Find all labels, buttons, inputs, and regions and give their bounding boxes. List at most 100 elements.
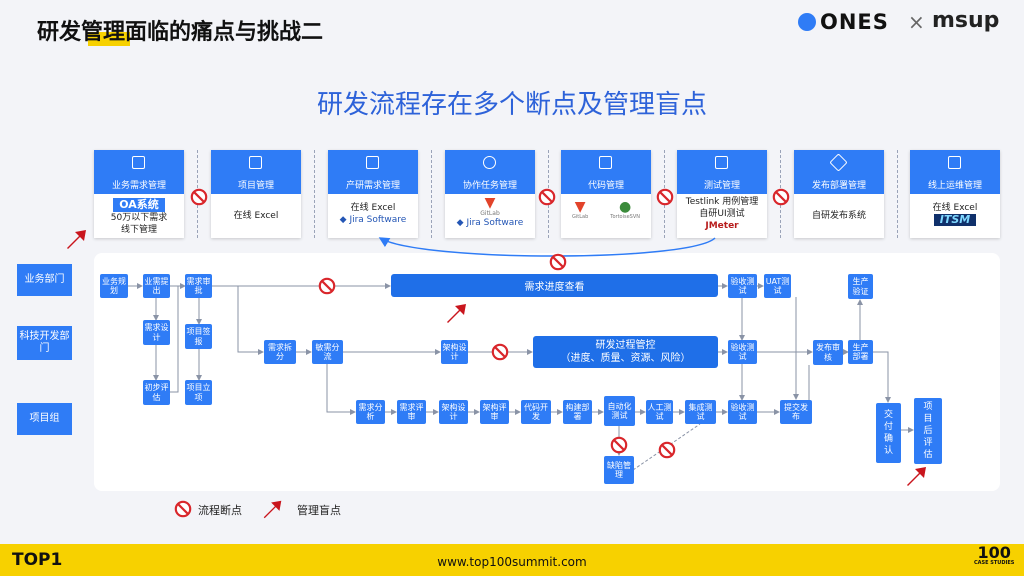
footer-url[interactable]: www.top100summit.com: [437, 555, 587, 569]
tool-card-body: ▼ GitLab ◆ Jira Software: [445, 194, 535, 229]
tool-card-header: 线上运维管理: [910, 150, 1000, 194]
tool-card-header: 项目管理: [211, 150, 301, 194]
logo-separator: ×: [908, 10, 925, 34]
tool-card-project: 项目管理 在线 Excel: [211, 150, 301, 238]
tool-card-release: 发布部署管理 自研发布系统: [794, 150, 884, 238]
node-req-review2: 需求评审: [397, 400, 426, 424]
tool-card-header: 产研需求管理: [328, 150, 418, 194]
breakpoint-icon: [538, 188, 556, 206]
tool-card-body: ▼GitLab ●TortoiseSVN: [561, 194, 651, 220]
tool-line: 自研UI测试: [699, 209, 745, 219]
tool-card-body: 在线 Excel ITSM: [910, 194, 1000, 227]
tool-card-prd-req: 产研需求管理 在线 Excel ◆ Jira Software: [328, 150, 418, 238]
tool-card-header: 测试管理: [677, 150, 767, 194]
node-int-test: 集成测试: [685, 400, 716, 424]
banner-control-subtitle: （进度、质量、资源、风险）: [560, 353, 691, 364]
badge-caption: CASE STUDIES: [974, 560, 1015, 566]
lane-project-team: 项目组: [17, 403, 72, 435]
node-req-review: 需求审批: [185, 274, 212, 298]
node-delivery-confirm: 交付确认: [876, 403, 901, 463]
itsm-logo: ITSM: [933, 214, 977, 226]
blindspot-arrow-icon: [67, 230, 86, 249]
tool-card-header: 业务需求管理: [94, 150, 184, 194]
code-icon: [599, 156, 612, 169]
node-biz-plan: 业务规划: [100, 274, 128, 298]
banner-control-title: 研发过程管控: [595, 340, 656, 351]
node-manual-test: 人工测试: [646, 400, 673, 424]
window-icon: [948, 156, 961, 169]
tool-separator: [431, 150, 432, 238]
node-proj-sign: 项目签报: [185, 324, 212, 349]
title-highlight: [88, 32, 130, 46]
calendar-icon: [249, 156, 262, 169]
bug-icon: [715, 156, 728, 169]
tool-card-header: 代码管理: [561, 150, 651, 194]
gitlab-icon: ▼: [484, 195, 496, 211]
tool-separator: [314, 150, 315, 238]
tool-card-code: 代码管理 ▼GitLab ●TortoiseSVN: [561, 150, 651, 238]
tool-card-label: 项目管理: [237, 181, 274, 191]
node-build-deploy: 构建部署: [563, 400, 592, 424]
tool-card-label: 协作任务管理: [462, 181, 517, 191]
legend-breakpoint-label: 流程断点: [198, 504, 242, 517]
blindspot-arrow-icon: [907, 467, 926, 486]
node-defect-mgmt: 缺陷管理: [604, 456, 634, 484]
banner-progress-label: 需求进度查看: [524, 282, 585, 293]
tool-card-label: 测试管理: [703, 181, 740, 191]
tool-card-header: 发布部署管理: [794, 150, 884, 194]
tool-card-label: 业务需求管理: [111, 181, 166, 191]
jira-logo: ◆ Jira Software: [339, 215, 407, 225]
tool-card-body: 在线 Excel: [211, 194, 301, 222]
msup-logo: msup: [932, 8, 1000, 33]
gitlab-icon: ▼: [574, 199, 586, 215]
tool-separator: [897, 150, 898, 238]
top100-logo: TOP1: [12, 550, 63, 570]
tool-card-body: 自研发布系统: [794, 194, 884, 222]
node-arch-review: 架构评审: [480, 400, 509, 424]
node-prod-verify: 生产验证: [848, 274, 873, 299]
tool-card-label: 线上运维管理: [927, 181, 982, 191]
tool-line: 自研发布系统: [811, 211, 866, 221]
ones-logo-icon: [798, 13, 816, 31]
node-req-split: 需求拆分: [264, 340, 296, 364]
badge-number: 100: [977, 543, 1011, 562]
lane-tech-dev: 科技开发部门: [17, 326, 72, 360]
svn-logo-text: TortoiseSVN: [610, 214, 640, 220]
breakpoint-icon: [656, 188, 674, 206]
ones-logo-text: ONES: [820, 10, 889, 34]
tool-card-header: 协作任务管理: [445, 150, 535, 194]
node-accept-test: 验收测试: [728, 340, 757, 364]
banner-progress-view: 需求进度查看: [391, 274, 718, 297]
node-accept-test: 验收测试: [728, 400, 757, 424]
node-proj-setup: 项目立项: [185, 380, 212, 405]
lane-business: 业务部门: [17, 264, 72, 296]
node-code-dev: 代码开发: [521, 400, 551, 424]
node-accept-test: 验收测试: [728, 274, 757, 298]
tool-line: 50万以下需求: [110, 213, 168, 223]
node-req-analysis: 需求分析: [356, 400, 385, 424]
blindspot-arrow-icon: [447, 304, 466, 323]
breakpoint-icon: [491, 343, 509, 361]
banner-process-control: 研发过程管控 （进度、质量、资源、风险）: [533, 336, 718, 368]
slide-title: 研发管理面临的痛点与挑战二: [37, 20, 324, 45]
jira-logo: ◆ Jira Software: [456, 218, 524, 228]
breakpoint-icon: [190, 188, 208, 206]
legend-blindspot-icon: [263, 500, 282, 519]
briefcase-icon: [366, 156, 379, 169]
slide-subtitle: 研发流程存在多个断点及管理盲点: [316, 90, 707, 120]
node-submit-release: 提交发布: [780, 400, 812, 424]
breakpoint-icon: [610, 436, 628, 454]
turtle-icon: ●: [619, 199, 632, 215]
legend-breakpoint-icon: [174, 500, 192, 518]
legend-blindspot-label: 管理盲点: [297, 504, 341, 517]
node-biz-req: 业需提出: [143, 274, 170, 298]
svn-logo: ●TortoiseSVN: [610, 200, 640, 220]
ones-logo: ONES: [798, 10, 889, 34]
footer-bar: [0, 544, 1024, 576]
feedback-arc: [378, 237, 716, 257]
breakpoint-icon: [658, 441, 676, 459]
node-agile-split: 敏需分流: [312, 340, 343, 364]
tool-line: 在线 Excel: [350, 203, 396, 213]
node-arch-design: 架构设计: [441, 340, 468, 364]
